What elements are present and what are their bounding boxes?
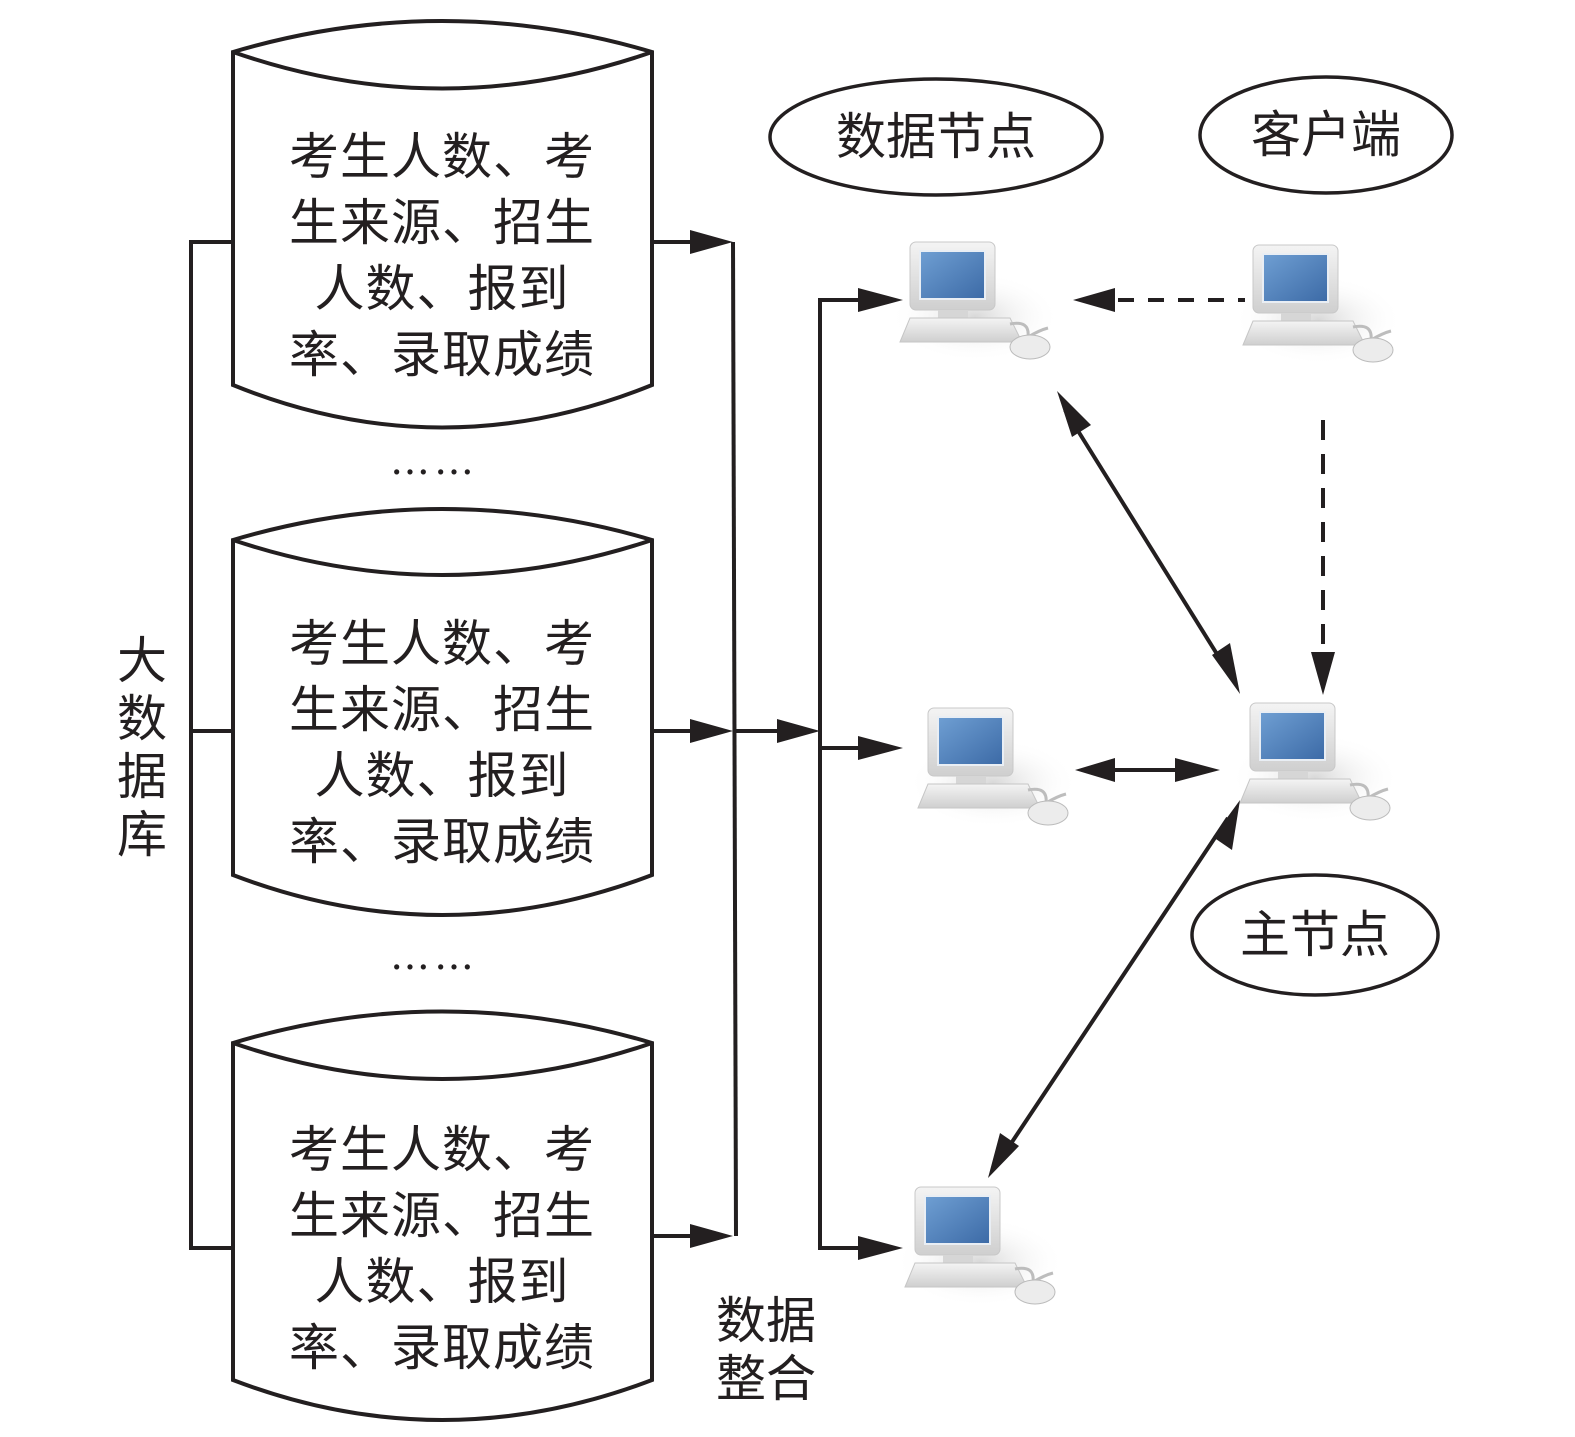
big-database-char-3: 据 (117, 748, 167, 806)
database-1-line-4: 率、录取成绩 (289, 326, 595, 384)
database-1-line-1: 考生人数、考 (289, 128, 595, 186)
ellipsis-1: …… (390, 438, 478, 484)
database-cylinder-3 (231, 1009, 654, 1422)
data-node-2-master-arrow (1075, 758, 1220, 782)
database-2-line-4: 率、录取成绩 (289, 813, 595, 871)
data-node-computer-2 (906, 706, 1080, 830)
big-database-char-2: 数 (117, 690, 167, 748)
database-cylinder-1 (231, 19, 654, 430)
data-integration-line-2: 整合 (716, 1350, 816, 1408)
data-node-1-master-arrow (1057, 391, 1240, 694)
client-label: 客户端 (1251, 106, 1401, 164)
data-node-ellipse (768, 77, 1104, 197)
database-cylinder-2 (231, 507, 654, 917)
database-1-text: 考生人数、考 生来源、招生 人数、报到 率、录取成绩 (242, 124, 642, 388)
big-database-char-1: 大 (117, 632, 167, 690)
data-node-computer-1 (888, 240, 1062, 364)
database-3-text: 考生人数、考 生来源、招生 人数、报到 率、录取成绩 (242, 1117, 642, 1381)
distributor-arrows (818, 288, 903, 1260)
master-node-ellipse (1190, 873, 1440, 997)
integration-bus (731, 241, 738, 1237)
master-node-computer (1228, 701, 1402, 825)
big-database-label: 大 数 据 库 (112, 632, 172, 864)
data-integration-label: 数据 整合 (716, 1292, 816, 1408)
database-3-line-3: 人数、报到 (314, 1253, 570, 1311)
data-integration-line-1: 数据 (716, 1292, 816, 1350)
database-3-line-4: 率、录取成绩 (289, 1319, 595, 1377)
bus-to-distributor-arrow (736, 719, 820, 743)
client-computer (1231, 243, 1405, 367)
database-1-line-2: 生来源、招生 (289, 194, 595, 252)
client-to-master-arrow (1311, 420, 1335, 695)
data-node-label: 数据节点 (836, 108, 1036, 166)
big-database-char-4: 库 (117, 806, 167, 864)
data-node-computer-3 (893, 1185, 1067, 1309)
client-ellipse (1198, 75, 1454, 195)
database-2-line-3: 人数、报到 (314, 747, 570, 805)
database-1-line-3: 人数、报到 (314, 260, 570, 318)
big-database-bracket (189, 240, 233, 1250)
database-2-text: 考生人数、考 生来源、招生 人数、报到 率、录取成绩 (242, 611, 642, 875)
master-node-label: 主节点 (1240, 906, 1390, 964)
database-3-line-2: 生来源、招生 (289, 1187, 595, 1245)
database-3-line-1: 考生人数、考 (289, 1121, 595, 1179)
database-2-line-2: 生来源、招生 (289, 681, 595, 739)
database-2-line-1: 考生人数、考 (289, 615, 595, 673)
db-to-bus-arrows (652, 230, 733, 1248)
ellipsis-2: …… (390, 933, 478, 979)
client-to-data-node-arrow (1073, 288, 1245, 312)
data-node-3-master-arrow (988, 800, 1240, 1178)
